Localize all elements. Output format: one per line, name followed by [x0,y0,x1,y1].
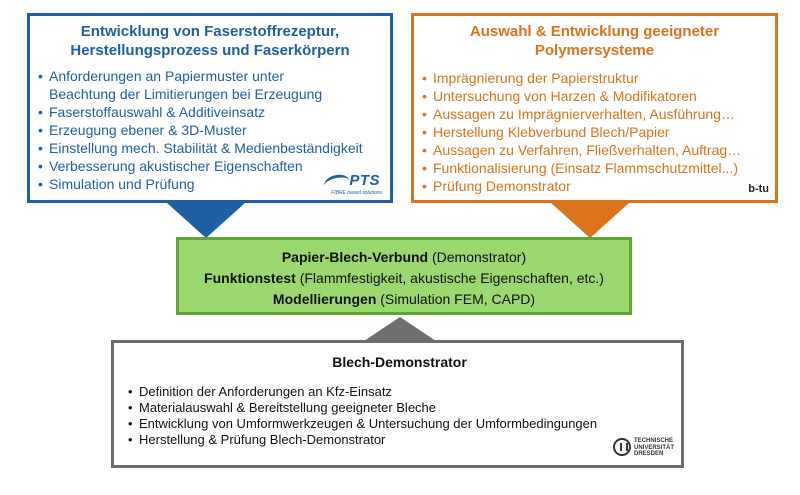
list-item: Herstellung & Prüfung Blech-Demonstrator [128,432,671,448]
verbund-line-3-bold: Modellierungen [272,291,377,307]
list-item: Aussagen zu Imprägnierverhalten, Ausführ… [422,105,767,123]
list-item: Definition der Anforderungen an Kfz-Eins… [128,384,671,400]
list-item: Faserstoffauswahl & Additiveinsatz [38,103,382,121]
btu-logo: b-tu [748,183,769,195]
box-polymersysteme-title: Auswahl & Entwicklung geeigneter Polymer… [422,22,767,60]
verbund-line-3: Modellierungen (Simulation FEM, CAPD) [179,289,629,310]
verbund-line-2-rest: (Flammfestigkeit, akustische Eigenschaft… [295,270,604,286]
verbund-line-1-rest: (Demonstrator) [428,249,527,265]
box-faserstoff: Entwicklung von Faserstoffrezeptur, Hers… [27,13,393,203]
list-item: Erzeugung ebener & 3D-Muster [38,121,382,139]
box-verbund: Papier-Blech-Verbund (Demonstrator) Funk… [176,237,632,315]
arrow-down-blue-icon [167,203,245,238]
box-faserstoff-list: Anforderungen an Papiermuster unter Beac… [38,67,382,193]
verbund-line-2: Funktionstest (Flammfestigkeit, akustisc… [179,268,629,289]
list-item: Aussagen zu Verfahren, Fließverhalten, A… [422,141,767,159]
list-item: Herstellung Klebverbund Blech/Papier [422,123,767,141]
box-blech-demonstrator: Blech-Demonstrator Definition der Anford… [111,340,684,468]
box-polymersysteme-title-line1: Auswahl & Entwicklung geeigneter [469,23,720,40]
tu-dresden-logo-line1: TECHNISCHE [634,438,674,444]
verbund-line-1: Papier-Blech-Verbund (Demonstrator) [179,247,629,268]
tu-dresden-logo-line3: DRESDEN [634,451,664,458]
arrow-up-gray-icon [364,317,436,341]
tu-dresden-logo-line2: UNIVERSITÄT [634,444,675,451]
list-item: Imprägnierung der Papierstruktur [422,69,767,87]
pts-logo-subtext: FIBRE based solutions [331,190,382,196]
list-item: Prüfung Demonstrator [422,177,767,195]
verbund-line-2-bold: Funktionstest [204,270,296,286]
verbund-line-3-rest: (Simulation FEM, CAPD) [376,291,536,307]
list-item: Beachtung der Limitierungen bei Erzeugun… [49,86,323,102]
list-item: Simulation und Prüfung [38,175,382,193]
box-polymersysteme-title-line2: Polymersysteme [534,42,655,59]
tu-dresden-logo: TECHNISCHE UNIVERSITÄT DRESDEN [613,437,674,459]
pts-logo-icon: PTS FIBRE based solutions [322,172,384,196]
list-item: Funktionalisierung (Einsatz Flammschutzm… [422,159,767,177]
list-item: Verbesserung akustischer Eigenschaften [38,157,382,175]
box-blech-demonstrator-list: Definition der Anforderungen an Kfz-Eins… [128,384,671,448]
list-item: Untersuchung von Harzen & Modifikatoren [422,87,767,105]
box-polymersysteme-list: Imprägnierung der Papierstruktur Untersu… [422,69,767,195]
pts-logo-text: PTS [349,172,380,189]
arrow-down-orange-icon [551,203,629,238]
list-item: Einstellung mech. Stabilität & Medienbes… [38,139,382,157]
list-item: Materialauswahl & Bereitstellung geeigne… [128,400,671,416]
box-polymersysteme: Auswahl & Entwicklung geeigneter Polymer… [411,13,778,203]
list-item: Entwicklung von Umformwerkzeugen & Unter… [128,416,671,432]
box-faserstoff-title: Entwicklung von Faserstoffrezeptur, Hers… [38,22,382,60]
tu-dresden-seal-icon [613,438,631,456]
box-blech-demonstrator-title: Blech-Demonstrator [332,354,467,370]
tu-dresden-logo-text: TECHNISCHE UNIVERSITÄT DRESDEN [634,438,674,458]
list-item: Anforderungen an Papiermuster unter [38,67,382,85]
verbund-line-1-bold: Papier-Blech-Verbund [281,249,429,265]
box-faserstoff-title-line2: Herstellungsprozess und Faserkörpern [70,42,350,59]
box-faserstoff-title-line1: Entwicklung von Faserstoffrezeptur, [80,23,340,40]
